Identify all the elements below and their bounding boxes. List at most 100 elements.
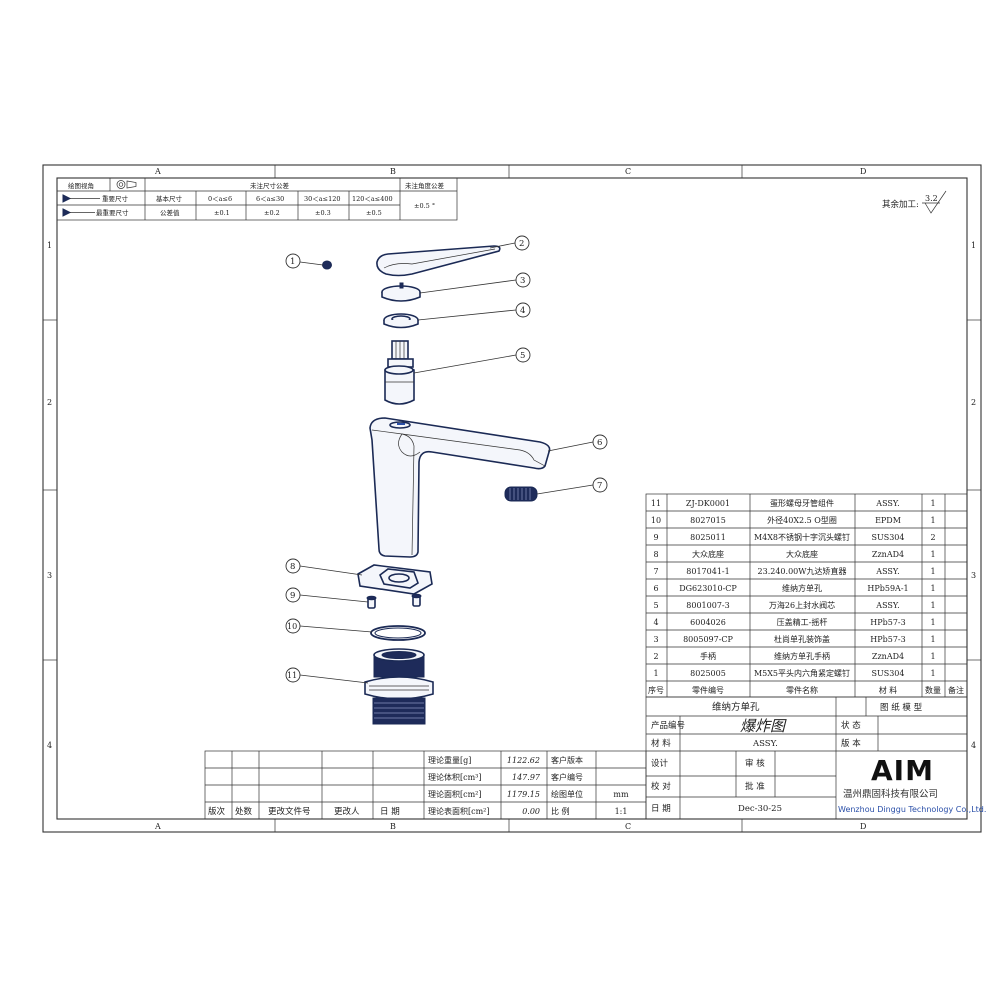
property-key-3: 比 例	[551, 806, 570, 816]
balloon-3: 3	[515, 272, 531, 288]
status-label: 状 态	[841, 720, 861, 731]
bom-row-9-name: M4X8不锈钢十字沉头螺钉	[754, 532, 850, 542]
part-7-aerator	[504, 486, 538, 502]
bom-row-2-material: ZznAD4	[872, 652, 904, 661]
part-8-base	[357, 564, 433, 595]
bom-row-10-material: EPDM	[875, 516, 901, 525]
bom-row-11-part_no: ZJ-DK0001	[686, 499, 730, 508]
date-value: Dec-30-25	[738, 804, 782, 814]
property-value-2: 1179.15	[507, 790, 540, 799]
bom-header-3: 材 料	[879, 685, 898, 695]
bom-row-11-material: ASSY.	[875, 499, 899, 508]
leader-lines	[299, 242, 594, 684]
property-key-1: 客户编号	[551, 772, 583, 782]
balloon-6: 6	[592, 434, 608, 450]
bom-row-9-qty: 2	[930, 533, 935, 542]
zone-bottom-d: D	[860, 822, 866, 831]
tol-r2-c0: 公差值	[160, 208, 180, 217]
bom-row-10-no: 10	[651, 516, 661, 525]
zone-bottom-b: B	[390, 822, 396, 831]
bom-row-1-part_no: 8025005	[690, 669, 726, 678]
tolerance-table: 绘图视角 未注尺寸公差 未注角度公差 重要尺寸 最重要尺寸 基本尺寸 0＜a≤6…	[56, 177, 458, 221]
bom-row-4-material: HPb57-3	[870, 618, 905, 627]
bom-row-7-name: 23.240.00W九达矫直器	[758, 566, 847, 576]
zone-right-3: 3	[971, 571, 976, 580]
part-4-gland	[383, 313, 419, 329]
zone-right-2: 2	[971, 398, 976, 407]
balloon-1-label: 1	[290, 257, 295, 267]
bom-row-9-material: SUS304	[872, 533, 905, 542]
zone-left-4: 4	[47, 741, 52, 750]
angle-tolerance-value: ±0.5 °	[414, 202, 435, 210]
surface-finish-value: 3.2	[925, 194, 938, 203]
tol-r2-c1: ±0.1	[214, 209, 230, 217]
zone-bottom-c: C	[625, 822, 631, 831]
property-key-0: 客户版本	[551, 755, 583, 765]
check-label: 校 对	[651, 781, 671, 792]
bom-row-3-name: 杜尚单孔装饰盖	[774, 634, 830, 644]
bom-row-5-name: 万海26上封水阀芯	[769, 600, 835, 610]
bom-row-8-name: 大众底座	[786, 549, 818, 559]
bom-header-2: 零件名称	[786, 685, 818, 695]
part-3-decorative-cap	[381, 282, 421, 302]
bom-row-3-material: HPb57-3	[870, 635, 905, 644]
bom-row-4-name: 压盖精工-摇杆	[777, 617, 828, 627]
bom-row-6-qty: 1	[930, 584, 935, 593]
surface-finish-icon	[922, 190, 947, 214]
product-no-label: 产品编号	[651, 720, 685, 731]
bom-row-5-material: ASSY.	[875, 601, 899, 610]
property-label-3: 理论表面积[cm²]	[428, 806, 490, 816]
tol-r1-c3: 30＜a≤120	[304, 195, 341, 203]
balloon-4-label: 4	[520, 306, 525, 316]
bom-row-9-no: 9	[653, 533, 658, 542]
bom-row-5-qty: 1	[930, 601, 935, 610]
part-9-screws	[366, 593, 422, 609]
rev-h4: 日 期	[380, 807, 400, 817]
tol-r1-c1: 0＜a≤6	[208, 195, 232, 203]
properties-block	[204, 750, 647, 820]
bom-row-2-qty: 1	[930, 652, 935, 661]
property-key-2: 绘图单位	[551, 789, 583, 799]
zone-right-4: 4	[971, 741, 976, 750]
bom-header-4: 数量	[925, 685, 941, 695]
bom-row-8-no: 8	[653, 550, 658, 559]
surface-finish-label: 其余加工:	[882, 199, 919, 210]
product-name: 维纳方单孔	[712, 701, 760, 713]
version-label: 版 本	[841, 738, 861, 749]
projection-symbol-icon	[116, 180, 137, 189]
zone-left-3: 3	[47, 571, 52, 580]
approve-label: 批 准	[745, 781, 765, 792]
bom-row-11-qty: 1	[930, 499, 935, 508]
property-label-1: 理论体积[cm³]	[428, 772, 482, 782]
drawing-type-label: 图 纸 模 型	[880, 702, 923, 713]
bom-row-11-name: 蛋形螺母牙管组件	[770, 498, 834, 508]
bom-row-3-no: 3	[653, 635, 658, 644]
rev-h2: 更改文件号	[268, 806, 311, 817]
balloon-3-label: 3	[520, 276, 525, 286]
bom-row-7-material: ASSY.	[875, 567, 899, 576]
date-label: 日 期	[651, 804, 671, 814]
bom-row-3-part_no: 8005097-CP	[683, 635, 733, 644]
tol-r2-c2: ±0.2	[264, 209, 280, 217]
bom-row-9-part_no: 8025011	[690, 533, 726, 542]
balloon-5: 5	[515, 347, 531, 363]
part-10-o-ring	[370, 625, 426, 641]
arrow-most-important-icon	[62, 208, 72, 217]
property-value-0: 1122.62	[507, 756, 540, 765]
company-name-cn: 温州鼎固科技有限公司	[843, 788, 938, 800]
tol-r2-c3: ±0.3	[315, 209, 331, 217]
bom-header-5: 备注	[948, 685, 964, 695]
company-logo: AIM	[871, 754, 934, 787]
balloon-8-label: 8	[290, 562, 295, 572]
company-name-en: Wenzhou Dinggu Technology Co.,Ltd.	[838, 805, 986, 814]
balloon-9-label: 9	[290, 591, 295, 601]
bom-row-6-no: 6	[653, 584, 658, 593]
bom-row-4-qty: 1	[930, 618, 935, 627]
bom-row-7-no: 7	[653, 567, 658, 576]
balloon-7-label: 7	[597, 481, 602, 491]
part-2-handle	[376, 245, 501, 277]
balloon-2-label: 2	[519, 239, 524, 249]
bom-row-2-no: 2	[653, 652, 658, 661]
rev-h3: 更改人	[334, 806, 360, 817]
